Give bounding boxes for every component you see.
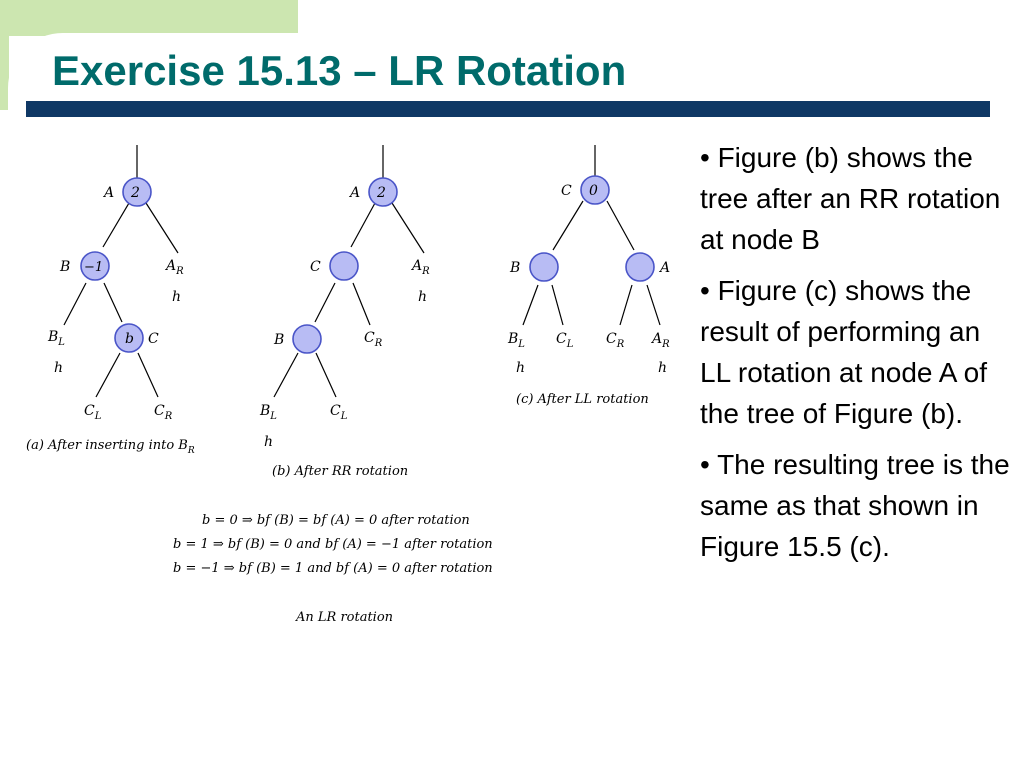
node-c-C xyxy=(580,175,610,205)
node-b-C xyxy=(329,251,359,281)
caption-c: (c) After LL rotation xyxy=(516,392,649,407)
node-a-A xyxy=(122,177,152,207)
decoration-green-strip xyxy=(0,0,9,110)
bf-c-C: 0 xyxy=(589,183,598,199)
height-c-BL: h xyxy=(516,360,525,376)
bullet-list: • Figure (b) shows the tree after an RR … xyxy=(700,137,1010,577)
edge-a-B-BL xyxy=(63,282,87,326)
node-b-A xyxy=(368,177,398,207)
edge-c-C-B xyxy=(552,200,584,251)
edge-a-A-B xyxy=(102,202,130,248)
edge-b-A-C xyxy=(350,202,376,248)
edge-b-B-BL xyxy=(273,352,299,398)
node-c-A xyxy=(625,252,655,282)
node-a-B xyxy=(80,251,110,281)
label-b-B: B xyxy=(273,332,284,348)
subtree-a-AR: AR xyxy=(164,258,184,277)
height-a-AR: h xyxy=(172,289,181,305)
edge-a-A-AR xyxy=(145,202,179,254)
subtree-b-CR: CR xyxy=(364,330,383,349)
height-b-BL: h xyxy=(264,434,273,450)
height-b-AR: h xyxy=(418,289,427,305)
subtree-b-AR: AR xyxy=(410,258,430,277)
subtree-a-BL: BL xyxy=(47,329,65,348)
subtree-c-AR: AR xyxy=(650,331,670,350)
edge-a-B-C xyxy=(103,282,123,323)
edge-a-C-CL xyxy=(95,352,121,398)
edge-c-B-CL xyxy=(551,284,564,326)
bullet-item: • The resulting tree is the same as that… xyxy=(700,449,1010,562)
bullet-item: • Figure (b) shows the tree after an RR … xyxy=(700,142,1001,255)
label-a-A: A xyxy=(102,185,114,201)
rule-line-1: b = 0 ⇒ bf (B) = bf (A) = 0 after rotati… xyxy=(202,513,470,528)
bf-a-B: −1 xyxy=(84,260,103,275)
rule-line-2: b = 1 ⇒ bf (B) = 0 and bf (A) = −1 after… xyxy=(173,537,493,552)
subtree-b-BL: BL xyxy=(259,403,277,422)
bullet-item: • Figure (c) shows the result of perform… xyxy=(700,275,987,429)
edge-a-C-CR xyxy=(137,352,159,398)
title-underline-bar xyxy=(26,101,990,117)
edge-c-A-AR xyxy=(646,284,661,326)
height-c-AR: h xyxy=(658,360,667,376)
slide-title: Exercise 15.13 – LR Rotation xyxy=(52,47,627,94)
height-a-BL: h xyxy=(54,360,63,376)
bf-a-A: 2 xyxy=(130,185,140,201)
edge-b-C-B xyxy=(314,282,336,323)
label-b-C: C xyxy=(310,259,321,275)
subtree-c-CL: CL xyxy=(556,331,574,350)
label-c-A: A xyxy=(658,260,670,276)
lr-rotation-diagram: A 2 B −1 b C AR h BL h CL CR (a) After i… xyxy=(26,145,670,625)
edge-c-C-A xyxy=(606,200,635,251)
caption-a: (a) After inserting into BR xyxy=(26,438,195,456)
subtree-a-CL: CL xyxy=(84,403,102,422)
label-b-A: A xyxy=(348,185,360,201)
node-c-B xyxy=(529,252,559,282)
subtree-c-CR: CR xyxy=(606,331,625,350)
bf-b-A: 2 xyxy=(376,185,386,201)
rule-line-3: b = −1 ⇒ bf (B) = 1 and bf (A) = 0 after… xyxy=(173,561,493,576)
edge-c-A-CR xyxy=(619,284,633,326)
edge-b-A-AR xyxy=(391,202,425,254)
caption-b: (b) After RR rotation xyxy=(272,464,408,479)
subtree-a-CR: CR xyxy=(154,403,173,422)
subtree-c-BL: BL xyxy=(507,331,525,350)
bf-a-C: b xyxy=(125,331,134,347)
label-c-B: B xyxy=(509,260,520,276)
edge-b-C-CR xyxy=(352,282,371,326)
label-a-B: B xyxy=(59,259,70,275)
node-b-B xyxy=(292,324,322,354)
decoration-green-block xyxy=(0,0,298,36)
edge-c-B-BL xyxy=(522,284,539,326)
rules-caption: An LR rotation xyxy=(295,610,393,625)
label-c-C: C xyxy=(561,183,572,199)
subtree-b-CL: CL xyxy=(330,403,348,422)
edge-b-B-CL xyxy=(315,352,337,398)
label-a-C: C xyxy=(148,331,159,347)
node-a-C xyxy=(114,323,144,353)
